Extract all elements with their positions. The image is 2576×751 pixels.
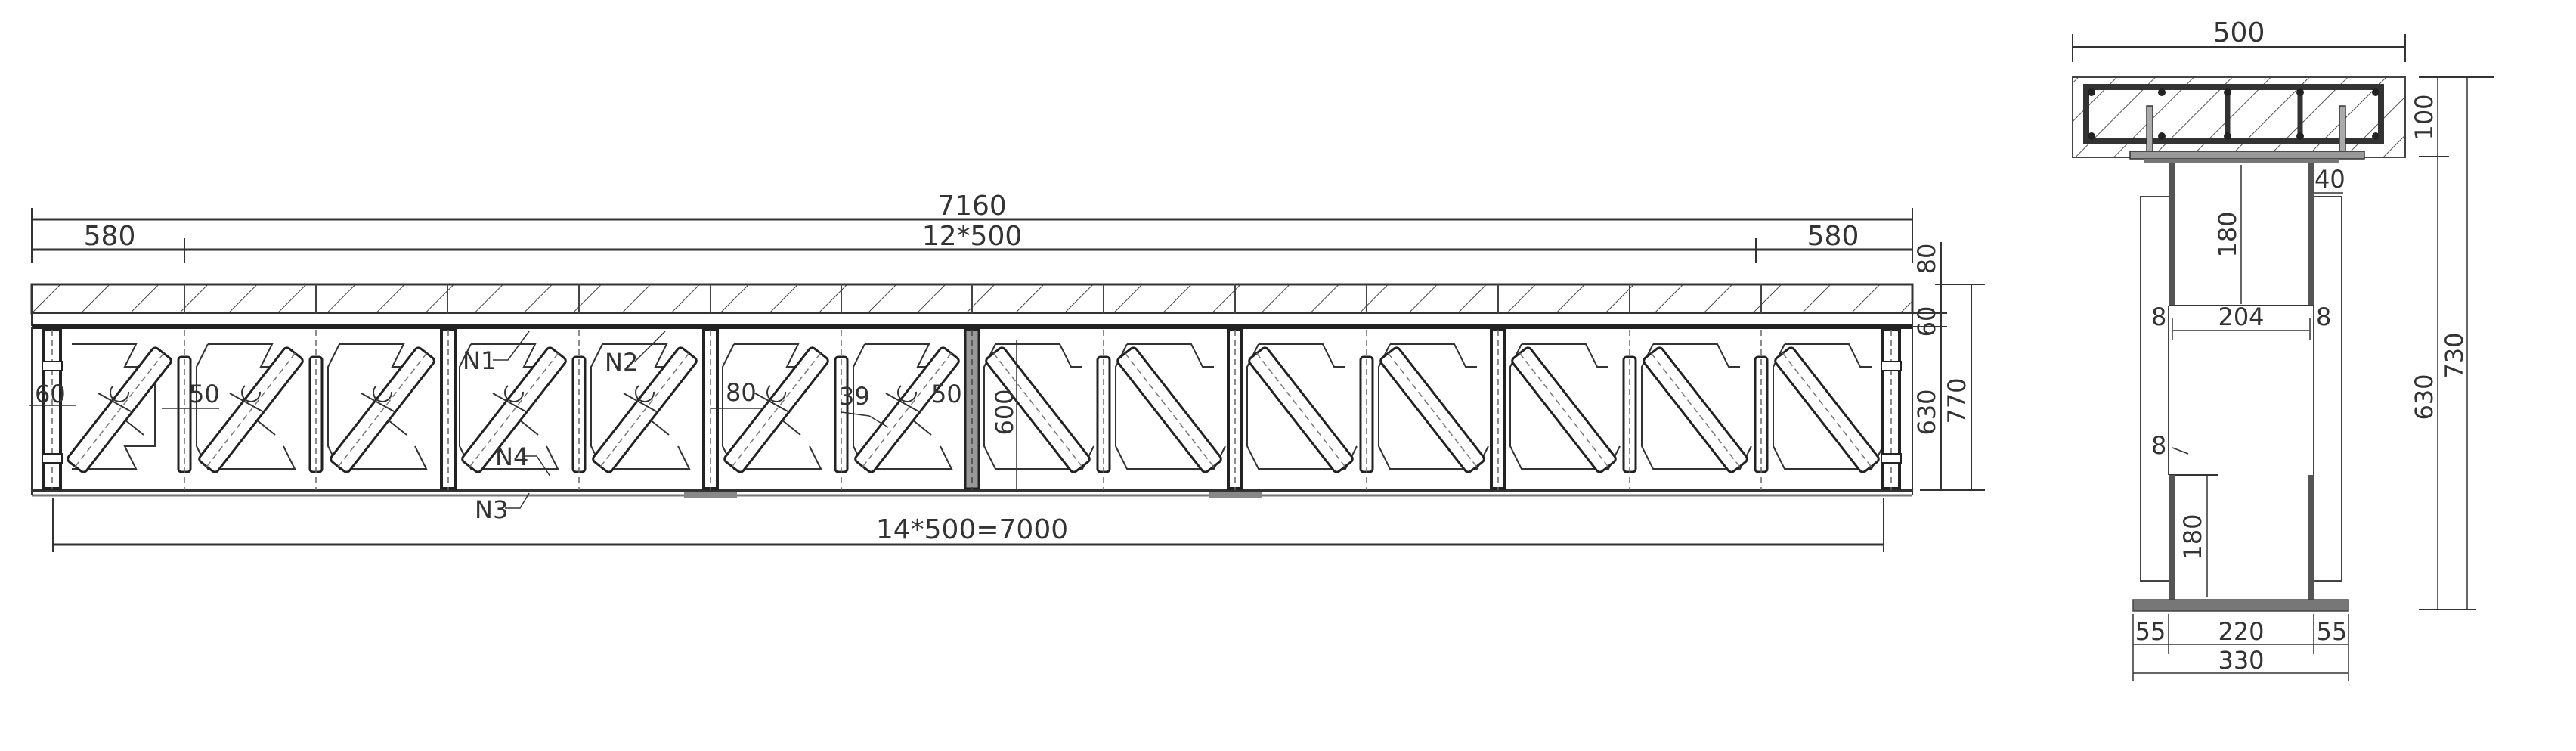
lower-chord: 180 (2132, 474, 2349, 612)
dim-180-upper-text: 180 (2213, 211, 2242, 257)
dim-630-text: 630 (1912, 389, 1941, 435)
dim-600-text: 600 (990, 389, 1019, 435)
diagonal (461, 346, 567, 473)
dim-55-left-text: 55 (2135, 617, 2166, 646)
diagonal (67, 346, 172, 473)
post (834, 330, 849, 490)
dim-8-web-text: 8 (2151, 431, 2166, 460)
diagonal-members (67, 346, 1880, 473)
post-center (964, 328, 980, 490)
post (1881, 328, 1902, 490)
section-outline (2140, 196, 2342, 582)
dim-bottom-span: 14*500=7000 (52, 498, 1884, 552)
vertical-posts (42, 328, 1902, 490)
post (42, 328, 63, 490)
diagonal (1248, 346, 1354, 473)
section-slab (2072, 76, 2406, 163)
diagonal (1511, 346, 1617, 473)
diagonal (985, 346, 1091, 473)
dim-40-text: 40 (2314, 165, 2345, 194)
local-dimensions: 60 50 80 39 50 600 (29, 340, 1019, 489)
diagonal (592, 346, 698, 473)
label-n1: N1 (463, 346, 496, 375)
diagonal (1643, 346, 1748, 473)
dim-100-text: 100 (2410, 94, 2438, 140)
diagonal (854, 346, 960, 473)
dim-14x500-text: 14*500=7000 (876, 514, 1068, 545)
post (1490, 328, 1506, 490)
dim-55-right-text: 55 (2317, 617, 2348, 646)
post (1227, 328, 1243, 490)
member-labels: N1 N2 N4 N3 (463, 331, 666, 524)
dim-39-text: 39 (839, 382, 870, 411)
post (571, 330, 587, 490)
angle-marks (98, 385, 932, 436)
diagonal (198, 346, 304, 473)
dim-50-text: 50 (189, 380, 220, 408)
dim-60-gap-text: 60 (1912, 306, 1941, 337)
dim-500-text: 500 (2213, 17, 2265, 48)
cross-section-view: 500 180 40 (2072, 17, 2494, 681)
post (1754, 330, 1769, 490)
dim-overall-length: 7160 (31, 191, 1913, 263)
dim-12x500-text: 12*500 (922, 221, 1023, 252)
label-n4: N4 (495, 442, 528, 471)
dim-580-right-text: 580 (1807, 221, 1859, 252)
diagonal (1116, 346, 1222, 473)
diagonal (330, 346, 435, 473)
elevation-view: 7160 580 12*500 580 (29, 191, 1985, 552)
dim-204-text: 204 (2218, 303, 2264, 331)
post (1096, 330, 1111, 490)
dim-8-right-text: 8 (2316, 303, 2331, 331)
dim-slab-width: 500 (2072, 17, 2406, 62)
dim-330-text: 330 (2218, 646, 2264, 675)
dim-50-center-text: 50 (931, 380, 962, 408)
dim-220-text: 220 (2218, 617, 2264, 646)
dim-inner-width: 8 204 8 (2151, 303, 2331, 340)
post (1622, 330, 1637, 490)
dim-730-text: 730 (2440, 332, 2469, 378)
post (440, 328, 457, 490)
post (1359, 330, 1374, 490)
post (308, 330, 324, 490)
post (177, 330, 192, 490)
dim-60-text: 60 (35, 380, 66, 408)
dim-630-section-text: 630 (2410, 374, 2438, 420)
label-n3: N3 (475, 495, 508, 524)
dim-segments: 580 12*500 580 (32, 221, 1912, 263)
dim-770-text: 770 (1943, 377, 1971, 424)
dim-7160-text: 7160 (937, 191, 1007, 222)
dim-section-heights: 100 630 730 (2410, 76, 2494, 610)
dim-8-left-text: 8 (2151, 303, 2166, 331)
label-n2: N2 (605, 348, 638, 377)
diagonal (1379, 346, 1485, 473)
dim-web-thickness: 8 (2151, 431, 2189, 460)
diagonal (723, 346, 829, 473)
dim-180-lower-text: 180 (2178, 514, 2207, 560)
dim-height-stack: 80 60 630 770 (1912, 242, 1985, 491)
post (702, 328, 719, 490)
dim-80-height-text: 80 (1912, 244, 1941, 275)
dim-bottom-widths: 55 220 55 330 (2132, 614, 2349, 681)
diagonal (1774, 346, 1880, 473)
concrete-slab (30, 283, 1914, 329)
dim-80-text: 80 (726, 378, 757, 407)
upper-chord: 180 40 (2169, 163, 2345, 306)
dim-580-left-text: 580 (84, 221, 136, 252)
